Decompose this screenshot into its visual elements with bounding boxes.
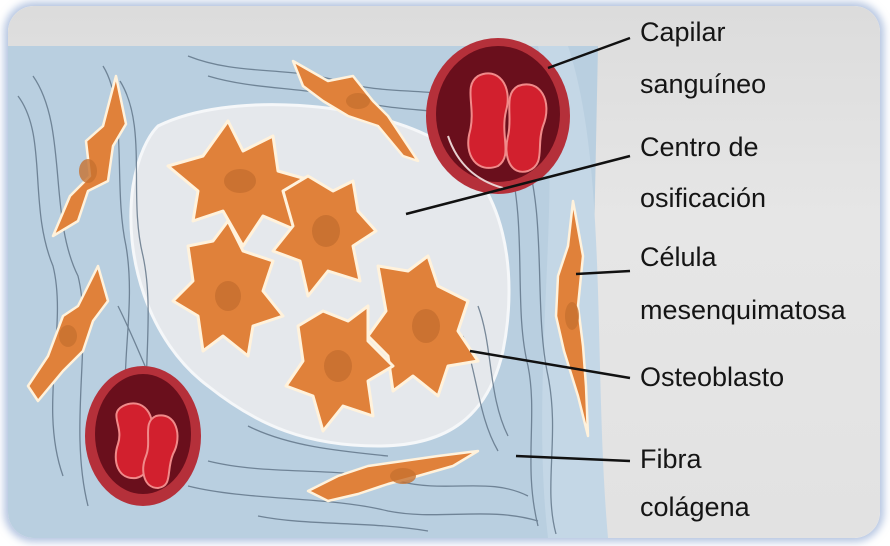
figure-frame: Capilar sanguíneo Centro de osificación … <box>8 6 880 538</box>
label-capilar-line1: Capilar <box>640 16 726 48</box>
label-centro-line2: osificación <box>640 182 766 214</box>
label-fibra-line2: colágena <box>640 491 750 523</box>
capillary-bottom <box>85 366 201 506</box>
label-capilar-line2: sanguíneo <box>640 68 766 100</box>
capillary-top <box>426 38 570 194</box>
label-celula-line2: mesenquimatosa <box>640 294 846 326</box>
label-celula-line1: Célula <box>640 241 717 273</box>
label-osteoblasto: Osteoblasto <box>640 361 784 393</box>
label-fibra-line1: Fibra <box>640 443 702 475</box>
label-centro-line1: Centro de <box>640 131 759 163</box>
